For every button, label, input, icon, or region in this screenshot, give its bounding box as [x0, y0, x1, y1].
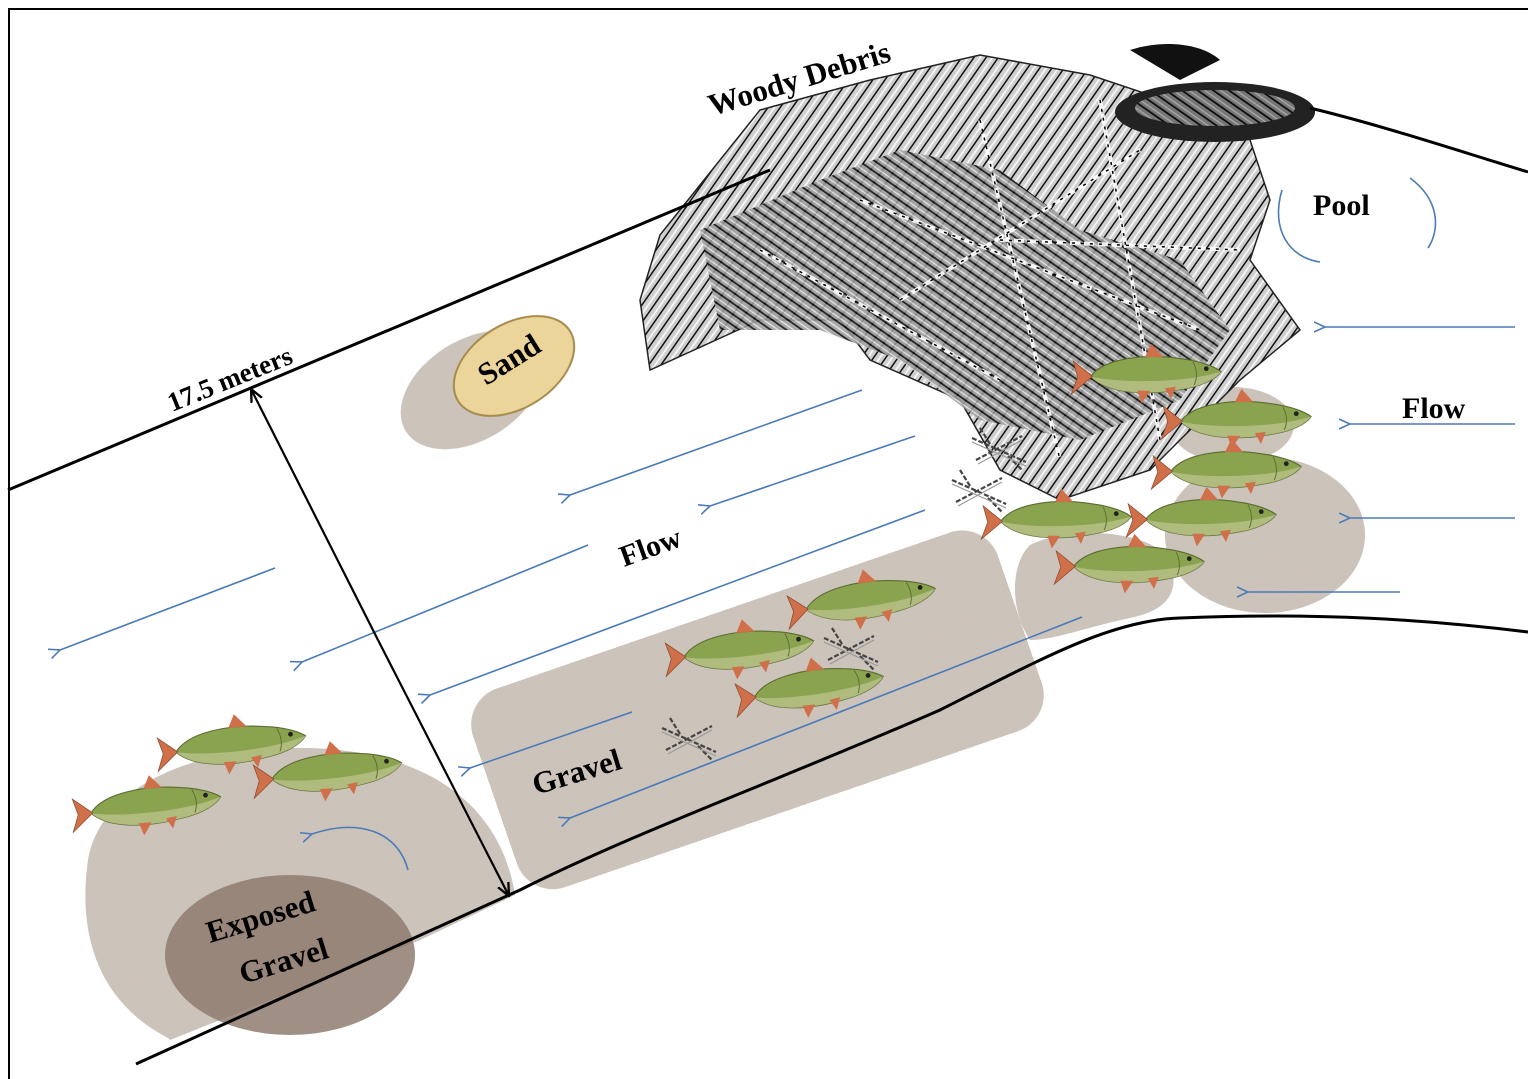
twig-icon [952, 470, 1006, 512]
flow-label-center: Flow [615, 521, 686, 574]
pool-label: Pool [1313, 189, 1370, 222]
gravel-bar-center [461, 520, 1054, 899]
flow-arrow [60, 568, 275, 650]
flow-arrow [302, 545, 588, 662]
width-measure-arrow [251, 389, 378, 640]
width-label: 17.5 meters [163, 340, 297, 417]
flow-arrow [710, 436, 915, 506]
upper-bank-line-right [1310, 108, 1528, 172]
flow-arrow [570, 390, 862, 495]
flow-label-right: Flow [1402, 392, 1466, 425]
